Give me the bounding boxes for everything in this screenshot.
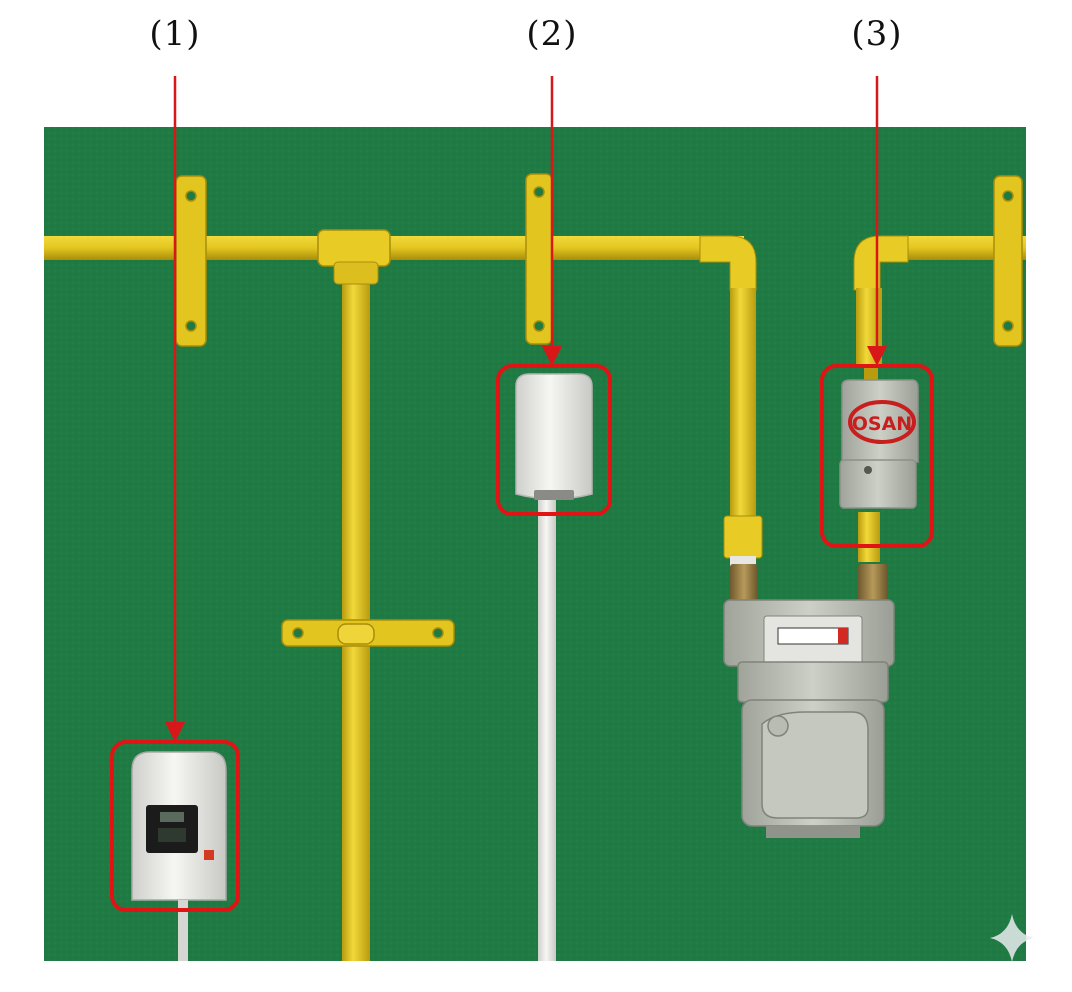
gas-meter: [723, 599, 895, 838]
brass-coupling-left: [730, 564, 758, 604]
elbow-middle: [699, 235, 757, 291]
arrow-2: [542, 76, 562, 366]
solenoid-valve-device: OSAN: [839, 366, 919, 509]
brass-coupling-right: [858, 564, 888, 604]
label-2: (2): [526, 14, 578, 54]
sparkle-icon: [990, 914, 1034, 962]
arrow-3: [867, 76, 887, 366]
arrow-1: [165, 76, 185, 742]
pipe-bracket-horizontal: [281, 619, 455, 647]
vertical-pipe-left: [342, 258, 370, 961]
main-pipe: [44, 236, 744, 260]
label-1: (1): [149, 14, 201, 54]
pipe-bracket-2: [525, 173, 553, 345]
highlight-box-2: [496, 364, 612, 516]
white-conduit: [538, 498, 556, 961]
tee-fitting: [317, 229, 391, 267]
vertical-pipe-meter-in: [730, 288, 756, 558]
ceiling-detector-device: [515, 373, 593, 500]
label-3: (3): [851, 14, 903, 54]
meter-brand-text: OSAN: [852, 413, 912, 435]
gas-detector-device: [131, 751, 227, 961]
pipe-bracket-3: [993, 175, 1023, 347]
pipe-bracket-1: [175, 175, 207, 347]
